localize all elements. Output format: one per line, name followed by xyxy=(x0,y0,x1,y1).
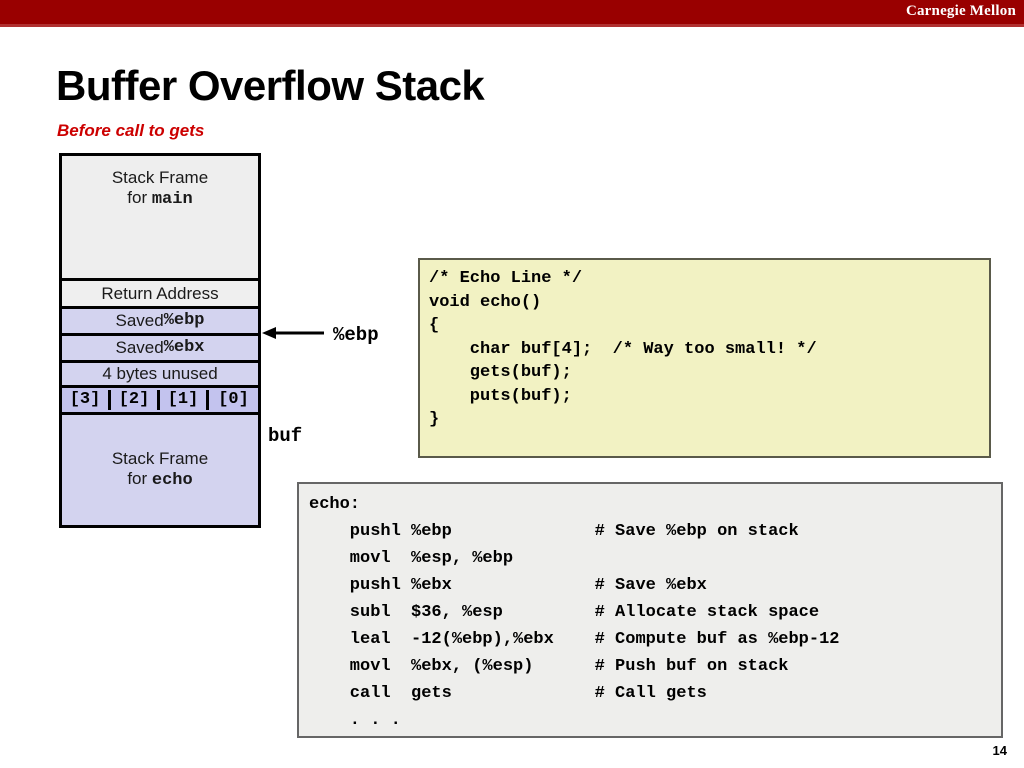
ebp-pointer-arrow-icon xyxy=(262,327,324,339)
slide-subtitle: Before call to gets xyxy=(57,121,205,140)
return-address-label: Return Address xyxy=(101,283,219,303)
buf-cell-2: [2] xyxy=(111,390,160,410)
stack-frame-main-for: for xyxy=(127,187,152,207)
page-number: 14 xyxy=(992,743,1007,758)
stack-diagram: Stack Frame for main Return Address Save… xyxy=(59,153,261,528)
header-bar xyxy=(0,0,1024,24)
buf-cell-0: [0] xyxy=(209,390,258,410)
saved-ebp-register: %ebp xyxy=(163,311,205,331)
stack-row-saved-ebp: Saved %ebp xyxy=(59,306,261,336)
saved-ebx-prefix: Saved xyxy=(115,338,164,358)
stack-frame-echo-line2: for echo xyxy=(127,469,192,491)
buf-cell-1: [1] xyxy=(160,390,209,410)
buf-cell-3: [3] xyxy=(62,390,111,410)
stack-frame-echo-for: for xyxy=(127,469,152,488)
stack-row-buf: [3] [2] [1] [0] xyxy=(59,385,261,415)
saved-ebp-prefix: Saved xyxy=(115,311,164,331)
ebp-pointer-label: %ebp xyxy=(333,324,379,346)
stack-frame-echo-line1: Stack Frame xyxy=(111,449,209,469)
saved-ebx-register: %ebx xyxy=(163,338,205,358)
page-title: Buffer Overflow Stack xyxy=(56,62,485,109)
stack-frame-echo-fn: echo xyxy=(151,471,193,490)
stack-row-echo-frame: Stack Frame for echo xyxy=(59,412,261,528)
stack-row-return-address: Return Address xyxy=(59,278,261,309)
carnegie-mellon-brand: Carnegie Mellon xyxy=(905,3,1016,19)
c-source-code-box: /* Echo Line */ void echo() { char buf[4… xyxy=(418,258,991,458)
stack-row-main-frame: Stack Frame for main xyxy=(59,153,261,281)
stack-frame-main-line1: Stack Frame xyxy=(111,168,209,187)
stack-frame-main-fn: main xyxy=(151,189,193,209)
stack-row-saved-ebx: Saved %ebx xyxy=(59,333,261,363)
stack-frame-main-line2: for main xyxy=(112,188,208,210)
header-underline xyxy=(0,24,1024,27)
stack-row-unused-bytes: 4 bytes unused xyxy=(59,360,261,388)
assembly-code-box: echo: pushl %ebp # Save %ebp on stack mo… xyxy=(297,482,1003,738)
unused-bytes-label: 4 bytes unused xyxy=(102,364,218,384)
buf-pointer-label: buf xyxy=(268,425,303,447)
